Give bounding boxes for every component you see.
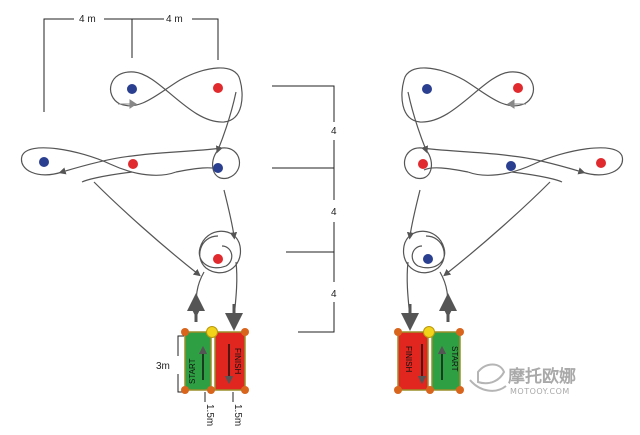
left-corner-cone bbox=[241, 386, 249, 394]
left-corner-cone bbox=[181, 328, 189, 336]
dim-gap-2: 4 bbox=[331, 207, 337, 218]
dim-gap-1: 4 bbox=[331, 126, 337, 137]
left-finish-label: FINISH bbox=[233, 348, 242, 374]
left-corner-cone bbox=[207, 386, 215, 394]
left-corner-cone bbox=[181, 386, 189, 394]
right-cone-top-red bbox=[513, 83, 523, 93]
right-corner-cone bbox=[394, 386, 402, 394]
dim-lane-width-finish: 1.5m bbox=[232, 404, 243, 426]
dim-lane-width-start: 1.5m bbox=[204, 404, 215, 426]
right-center-cone bbox=[423, 326, 435, 338]
right-corner-cone bbox=[426, 386, 434, 394]
watermark-main: 摩托欧娜 bbox=[508, 366, 576, 387]
left-cone-low-red bbox=[213, 254, 223, 264]
left-cone-mid-blue-left bbox=[39, 157, 49, 167]
left-finish-box bbox=[214, 331, 246, 391]
left-cone-top-blue bbox=[127, 84, 137, 94]
left-start-label: START bbox=[188, 358, 197, 384]
dim-gap-3: 4 bbox=[331, 289, 337, 300]
right-corner-cone bbox=[456, 386, 464, 394]
left-corner-cone bbox=[241, 328, 249, 336]
left-cone-top-red bbox=[213, 83, 223, 93]
dim-box-height: 3m bbox=[156, 361, 170, 372]
left-start-box bbox=[184, 331, 212, 391]
left-center-cone bbox=[206, 326, 218, 338]
right-cone-top-blue bbox=[422, 84, 432, 94]
right-cone-mid-red-left bbox=[418, 159, 428, 169]
right-finish-label: FINISH bbox=[404, 346, 413, 372]
watermark-sub: MOTOOY.COM bbox=[510, 387, 570, 396]
dim-top-left: 4 m bbox=[79, 14, 96, 25]
right-corner-cone bbox=[394, 328, 402, 336]
left-cone-mid-blue-right bbox=[213, 163, 223, 173]
left-direction-arrow-icon bbox=[118, 99, 137, 109]
right-start-label: START bbox=[450, 346, 459, 372]
left-course-path bbox=[20, 67, 243, 322]
right-direction-arrow-icon bbox=[507, 99, 526, 109]
right-course: FINISH START bbox=[394, 67, 624, 394]
right-start-box bbox=[431, 331, 461, 391]
left-cone-mid-red bbox=[128, 159, 138, 169]
right-corner-cone bbox=[456, 328, 464, 336]
dim-top-right: 4 m bbox=[166, 14, 183, 25]
watermark: 摩托欧娜 MOTOOY.COM bbox=[469, 363, 576, 396]
watermark-logo-icon bbox=[469, 363, 507, 392]
left-course: START FINISH bbox=[20, 67, 249, 394]
dimension-lines bbox=[43, 18, 335, 402]
right-cone-low-blue bbox=[423, 254, 433, 264]
right-cone-mid-blue bbox=[506, 161, 516, 171]
right-cone-mid-red-right bbox=[596, 158, 606, 168]
